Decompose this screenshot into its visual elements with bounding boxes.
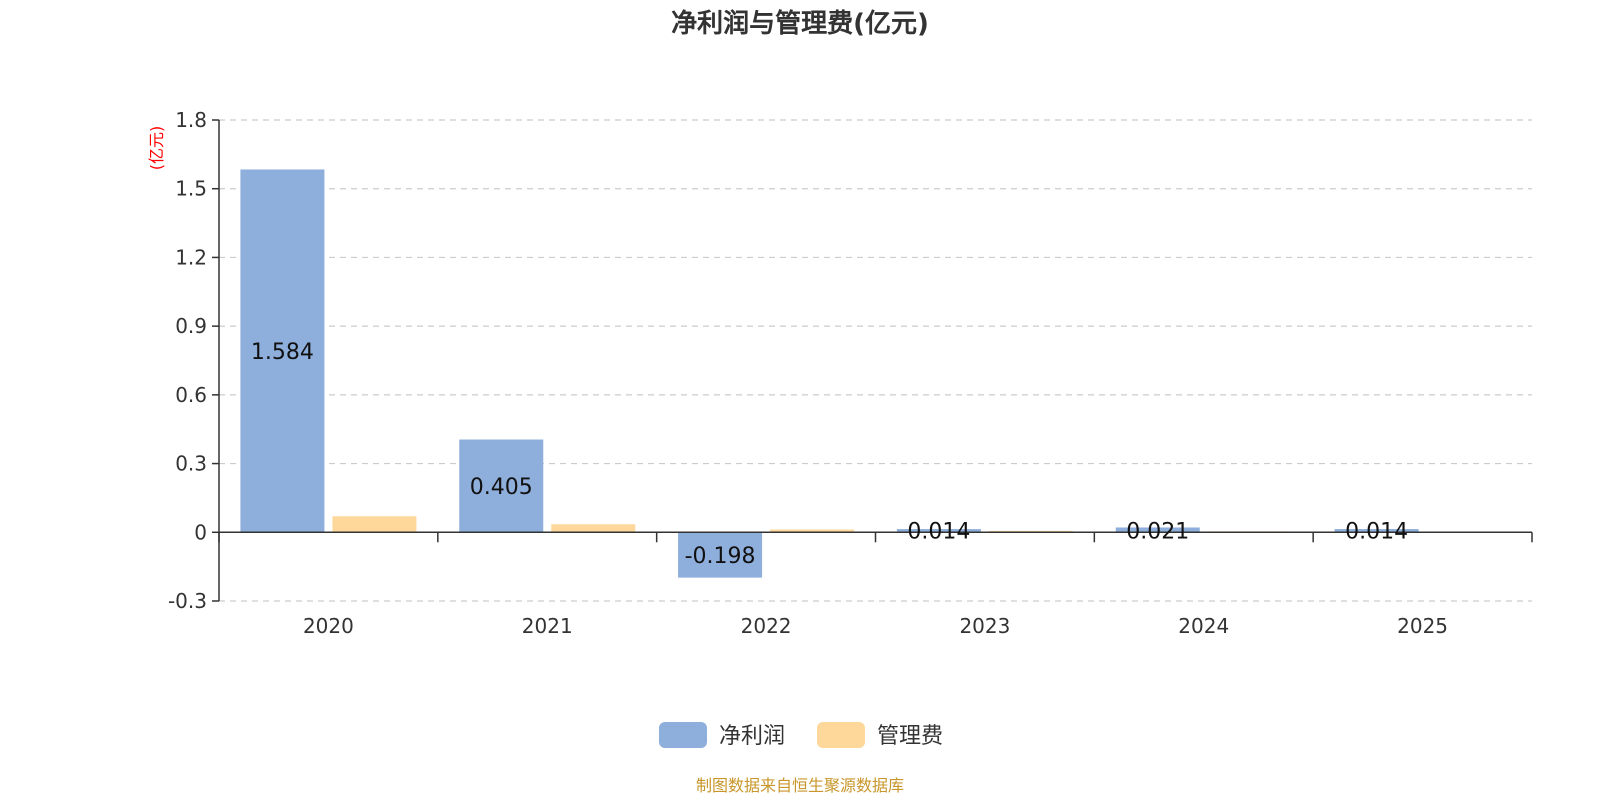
x-tick-label: 2025 bbox=[1397, 614, 1448, 638]
y-tick-label: -0.3 bbox=[168, 589, 207, 613]
legend[interactable]: 净利润 管理费 bbox=[659, 722, 943, 749]
y-tick-label: 1.5 bbox=[175, 177, 207, 201]
legend-swatch[interactable] bbox=[659, 722, 707, 748]
data-label: 0.405 bbox=[470, 475, 533, 500]
x-tick-label: 2020 bbox=[303, 614, 354, 638]
bar-net-profit[interactable] bbox=[1334, 529, 1419, 533]
y-tick-label: 0.3 bbox=[175, 452, 207, 476]
y-axis-unit-label: (亿元) bbox=[147, 126, 166, 171]
x-tick-label: 2021 bbox=[522, 614, 573, 638]
y-tick-label: 1.8 bbox=[175, 108, 207, 132]
grid-lines bbox=[219, 119, 1532, 602]
bar-admin-expense[interactable] bbox=[551, 524, 636, 533]
legend-swatch[interactable] bbox=[817, 722, 865, 748]
x-tick-label: 2024 bbox=[1178, 614, 1229, 638]
bar-net-profit[interactable] bbox=[459, 439, 544, 533]
x-tick-label: 2023 bbox=[959, 614, 1010, 638]
chart-title: 净利润与管理费(亿元) bbox=[671, 8, 929, 39]
axes: -0.3 0 0.3 0.6 0.9 1.2 1.5 1.8 2020 2021 2022 2023 2… bbox=[168, 108, 1533, 638]
bar-net-profit[interactable] bbox=[1115, 527, 1200, 533]
legend-label[interactable]: 管理费 bbox=[877, 724, 943, 749]
data-labels: 1.584 0.405 -0.198 0.014 0.021 0.014 bbox=[251, 340, 1408, 569]
data-label: 0.014 bbox=[1345, 519, 1408, 544]
legend-label[interactable]: 净利润 bbox=[719, 724, 785, 749]
data-label: 1.584 bbox=[251, 340, 314, 365]
y-tick-label: 0.9 bbox=[175, 314, 207, 338]
data-label: 0.014 bbox=[907, 519, 970, 544]
bar-admin-expense[interactable] bbox=[332, 516, 417, 533]
data-label: -0.198 bbox=[685, 544, 756, 569]
y-tick-label: 0 bbox=[194, 520, 207, 544]
bars bbox=[240, 169, 1511, 578]
y-tick-label: 0.6 bbox=[175, 383, 207, 407]
y-tick-label: 1.2 bbox=[175, 245, 207, 269]
bar-net-profit[interactable] bbox=[678, 532, 763, 578]
bar-admin-expense[interactable] bbox=[770, 529, 855, 533]
bar-net-profit[interactable] bbox=[240, 169, 325, 533]
bar-net-profit[interactable] bbox=[896, 529, 981, 533]
x-tick-label: 2022 bbox=[741, 614, 792, 638]
data-source-note: 制图数据来自恒生聚源数据库 bbox=[696, 776, 904, 795]
data-label: 0.021 bbox=[1126, 519, 1189, 544]
